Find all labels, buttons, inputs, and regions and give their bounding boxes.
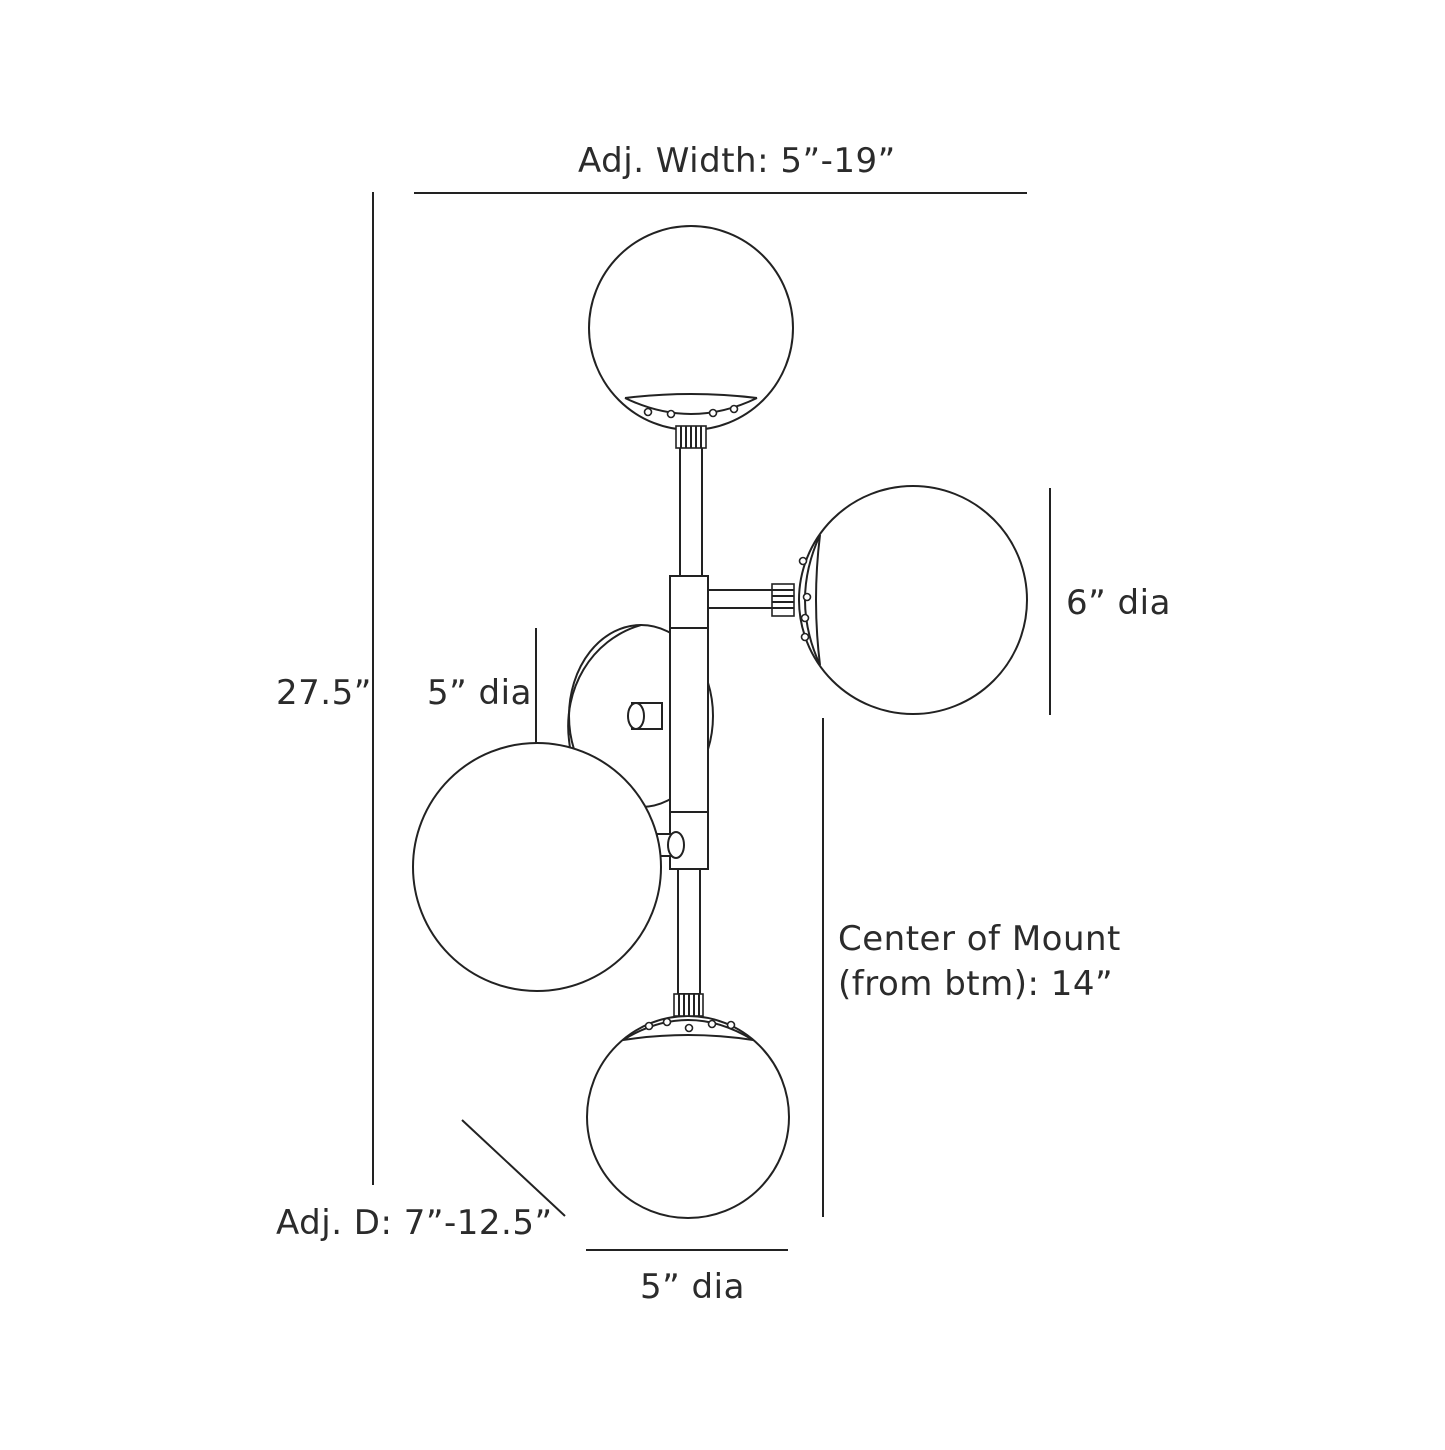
bottom-globe <box>586 993 790 1219</box>
height-label: 27.5” <box>276 673 372 713</box>
side-globe-diameter-label: 6” dia <box>1066 583 1171 623</box>
mount-knob <box>627 702 663 730</box>
left-globe <box>412 742 662 992</box>
depth-label: Adj. D: 7”-12.5” <box>276 1203 553 1243</box>
center-mount-label-line2: (from btm): 14” <box>838 964 1114 1004</box>
center-mount-label-line1: Center of Mount <box>838 919 1121 959</box>
backplate-diameter-label: 5” dia <box>427 673 532 713</box>
right-arm <box>707 589 775 609</box>
upper-stem <box>679 445 703 577</box>
center-body <box>669 575 709 870</box>
top-globe <box>588 225 794 449</box>
left-arm <box>656 831 685 859</box>
depth-dimension-line <box>461 1119 566 1217</box>
bottom-globe-diameter-label: 5” dia <box>640 1267 745 1307</box>
width-label: Adj. Width: 5”-19” <box>578 141 896 181</box>
right-globe <box>771 485 1028 715</box>
lower-stem <box>677 868 701 995</box>
